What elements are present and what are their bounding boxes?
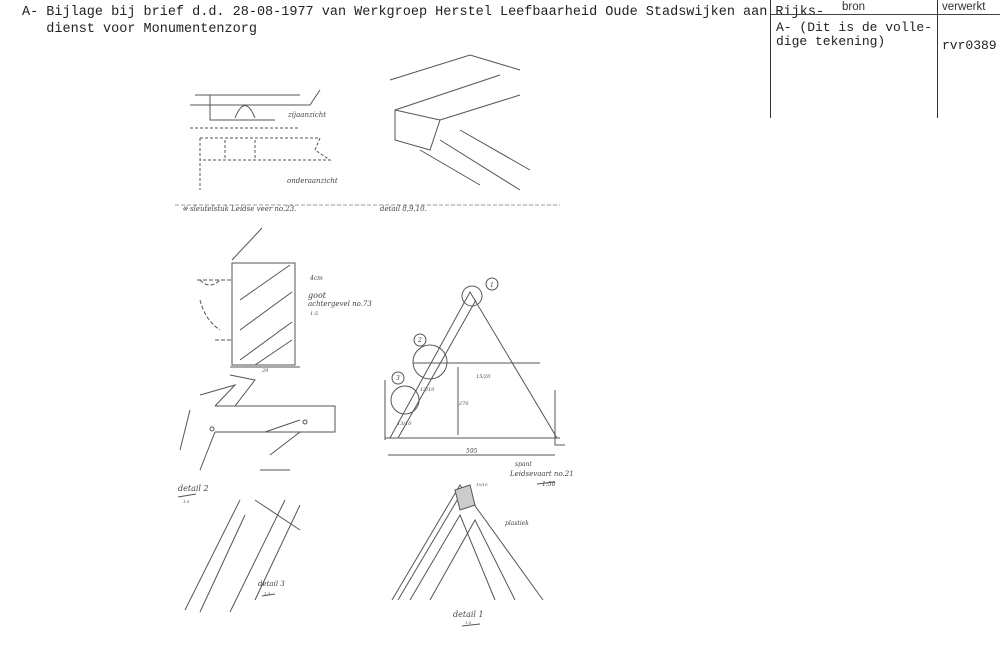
column-header-bron: bron	[842, 1, 866, 13]
detail-2-drawing	[177, 374, 336, 498]
gutter-drawing	[197, 227, 300, 368]
document-header: A- Bijlage bij brief d.d. 28-08-1977 van…	[22, 4, 824, 38]
label-595: 595	[466, 448, 478, 455]
label-10-10: 10/10	[476, 482, 488, 487]
label-plastic: plastiek	[505, 520, 529, 527]
label-4cm: 4cm	[309, 275, 323, 282]
label-detail-2-scale: 1:5	[183, 499, 190, 504]
label-key-piece: ※ sleutelstuk Leidse veer no.23.	[182, 205, 296, 213]
detail-1-drawing	[391, 484, 544, 627]
source-line-2: dige tekening)	[776, 34, 886, 49]
label-detail-3-scale: 1:5	[264, 591, 271, 596]
label-gutter-sub: achtergevel no.73	[308, 300, 372, 308]
callout-1: 1	[490, 282, 494, 289]
header-line-1: A- Bijlage bij brief d.d. 28-08-1977 van…	[22, 5, 825, 20]
archive-table: bron verwerkt A- (Dit is de volle- dige …	[770, 0, 1000, 118]
detail-3-drawing	[184, 499, 301, 613]
label-detail-2: detail 2	[178, 484, 209, 493]
label-truss-scale: 1:50	[542, 481, 556, 488]
label-gutter: goot	[308, 291, 327, 300]
label-detail-8-9-10: detail 8,9,10.	[380, 205, 427, 213]
truss-drawing	[384, 277, 565, 485]
label-detail-1-scale: 1:5	[465, 620, 472, 625]
label-truss-sub: Leidsevaart no.21	[509, 470, 574, 478]
label-29: 29	[261, 368, 269, 374]
label-side-view: zijaanzicht	[287, 111, 326, 119]
processed-code: rvr0389	[942, 38, 997, 53]
table-divider	[937, 0, 938, 118]
label-detail-3: detail 3	[258, 580, 285, 588]
callout-3: 3	[396, 375, 400, 382]
label-bottom-view: onderaanzicht	[287, 177, 338, 185]
header-line-2: dienst voor Monumentenzorg	[22, 22, 257, 37]
callout-2: 2	[417, 337, 422, 344]
label-truss: spant	[515, 461, 532, 468]
label-detail-1: detail 1	[453, 610, 484, 619]
label-270: 270	[458, 401, 469, 407]
detail-8-9-10-drawing	[389, 54, 531, 191]
label-13-10-b: 13/10	[397, 421, 412, 427]
table-left-border	[770, 0, 771, 118]
column-header-verwerkt: verwerkt	[942, 1, 986, 13]
table-header-rule	[770, 14, 1000, 15]
label-gutter-scale: 1:5	[310, 311, 318, 317]
label-13-10-a: 13/10	[420, 387, 435, 393]
source-line-1: A- (Dit is de volle-	[776, 20, 933, 35]
key-piece-drawing	[175, 89, 560, 206]
label-15-20: 15/20	[476, 374, 491, 380]
